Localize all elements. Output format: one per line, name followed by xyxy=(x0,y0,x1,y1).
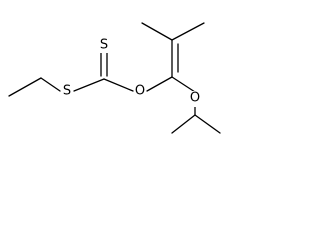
molecule-svg: S S O O xyxy=(8,22,221,134)
bond-cq-methyl-right xyxy=(171,22,205,41)
bond-o-cvinyl xyxy=(146,76,173,92)
bond-ch2-s xyxy=(40,77,61,92)
bonds xyxy=(8,22,221,134)
structure-diagram: S S O O xyxy=(0,0,248,147)
atom-labels: S S O O xyxy=(61,37,201,107)
bond-s-c xyxy=(73,78,105,92)
atom-s-thione: S xyxy=(100,38,108,53)
bond-ch-methyl-left xyxy=(171,114,196,134)
bond-cvinyl-oether xyxy=(171,76,196,93)
bond-ch-methyl-right xyxy=(194,114,221,134)
bond-c-o xyxy=(103,78,134,92)
mask-o-ether xyxy=(189,91,201,107)
atom-o-ester: O xyxy=(135,84,145,99)
bond-cq-methyl-left xyxy=(141,22,173,41)
atom-s-thioether: S xyxy=(63,84,71,99)
bond-ch3-ch2 xyxy=(8,77,42,97)
mask-s-thioether xyxy=(61,83,73,99)
atom-o-ether: O xyxy=(190,91,200,106)
mask-s-thione xyxy=(98,37,110,53)
mask-o-ester xyxy=(134,83,146,99)
